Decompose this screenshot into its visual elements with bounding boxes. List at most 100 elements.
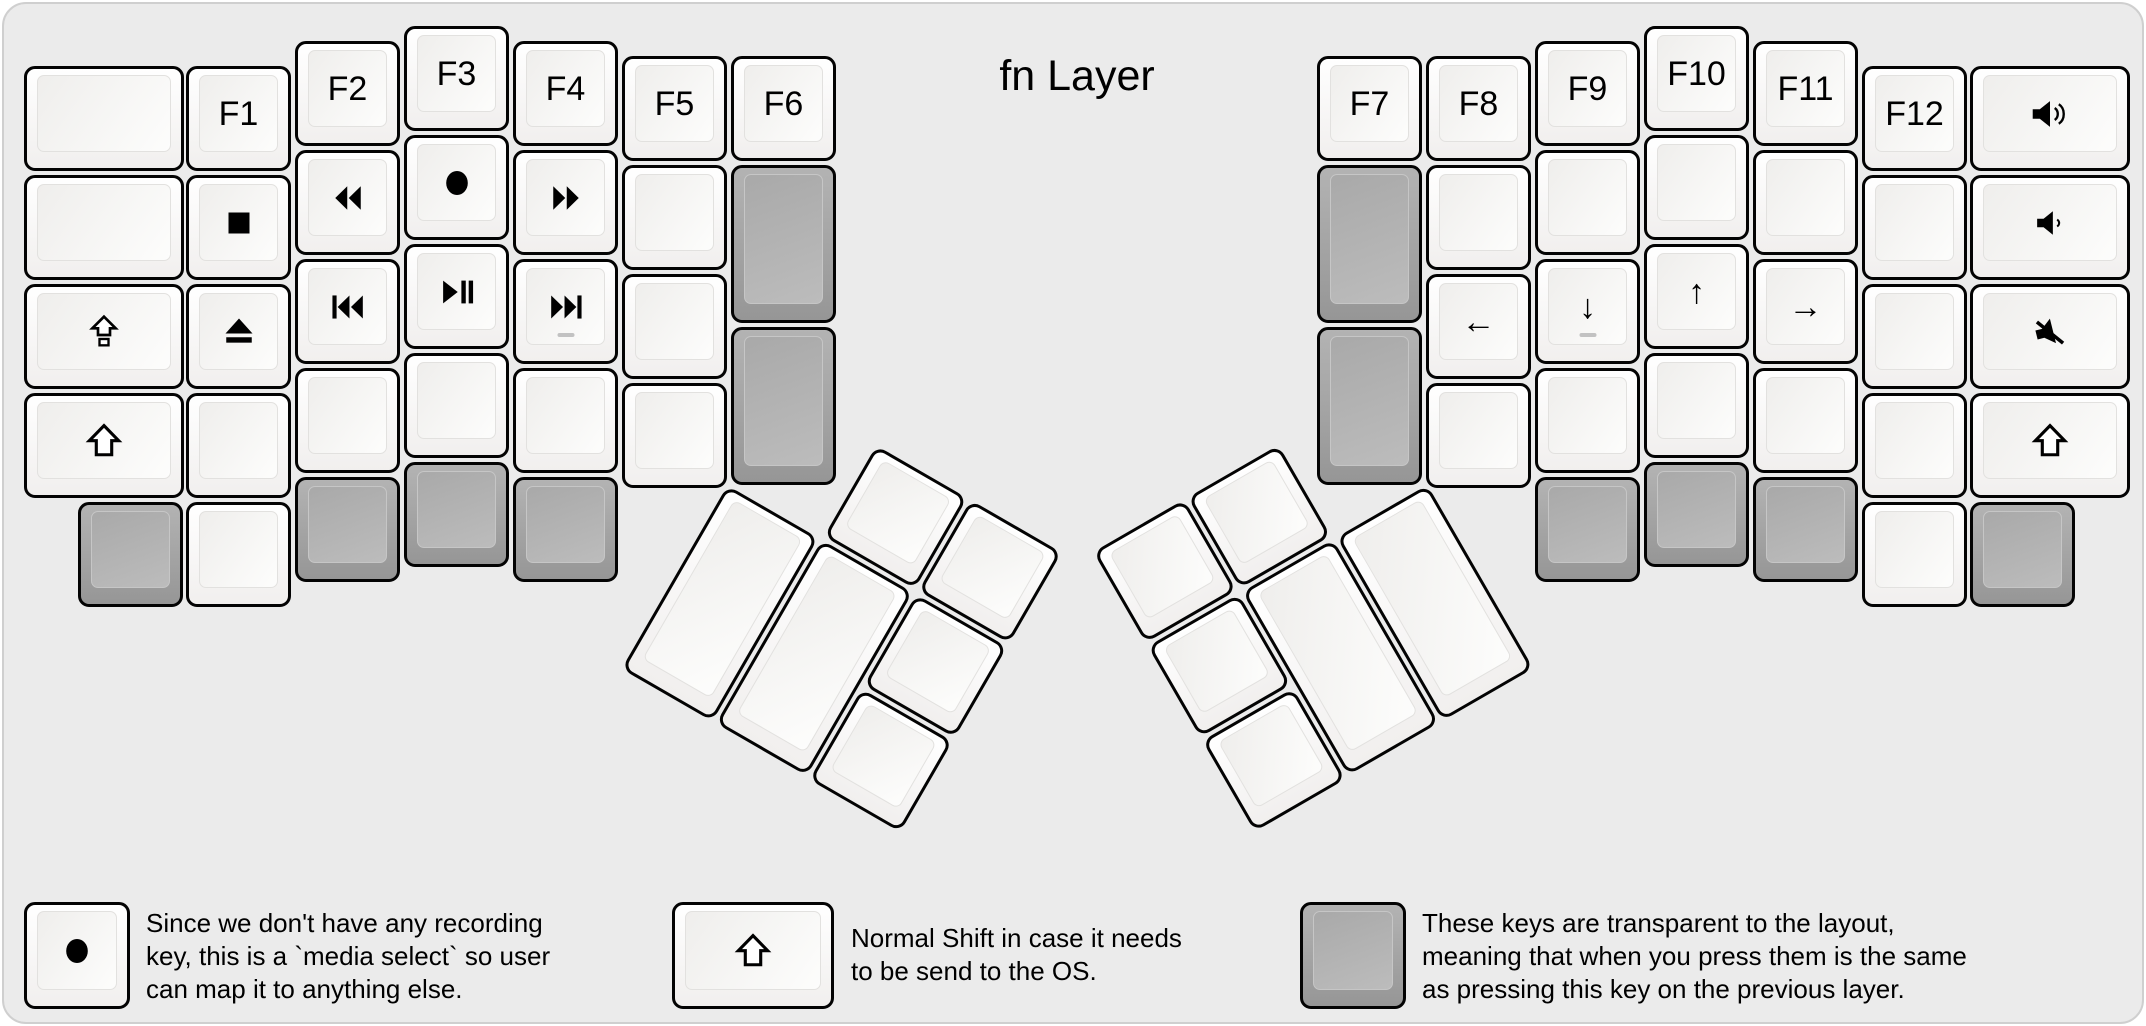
key-blank[interactable]: [513, 368, 618, 473]
key-arrow-up[interactable]: ↑: [1644, 244, 1749, 349]
key-blank[interactable]: [622, 165, 727, 270]
key-transparent[interactable]: [731, 327, 836, 485]
key-blank[interactable]: [1426, 383, 1531, 488]
key-f1[interactable]: F1: [186, 66, 291, 171]
keycap-top: ←: [1439, 283, 1518, 360]
legend-shift-key: [672, 902, 834, 1009]
key-transparent[interactable]: [731, 165, 836, 323]
keycap-top: F7: [1330, 65, 1409, 142]
keycap-top: [1766, 377, 1845, 454]
key-arrow-right[interactable]: →: [1753, 259, 1858, 364]
keycap-top: F2: [308, 50, 387, 127]
key-f3[interactable]: F3: [404, 26, 509, 131]
key-play-pause[interactable]: [404, 244, 509, 349]
caps-lock-icon: [89, 314, 119, 347]
key-blank[interactable]: [622, 383, 727, 488]
key-next-track[interactable]: [513, 259, 618, 364]
key-f6[interactable]: F6: [731, 56, 836, 161]
keycap-top: [884, 608, 992, 715]
key-blank[interactable]: [1862, 393, 1967, 498]
key-f10[interactable]: F10: [1644, 26, 1749, 131]
keycap-top: [1657, 362, 1736, 439]
legend-text-line: as pressing this key on the previous lay…: [1422, 974, 1905, 1004]
key-volume-down[interactable]: [1970, 175, 2130, 280]
keycap-top: [1875, 293, 1954, 370]
key-transparent[interactable]: [1317, 165, 1422, 323]
key-f4[interactable]: F4: [513, 41, 618, 146]
key-transparent[interactable]: [1753, 477, 1858, 582]
key-stop[interactable]: [186, 175, 291, 280]
stop-icon: [228, 212, 249, 233]
key-shift-right[interactable]: [1970, 393, 2130, 498]
key-rewind[interactable]: [295, 150, 400, 255]
key-prev-track[interactable]: [295, 259, 400, 364]
key-label: F1: [218, 94, 259, 133]
key-label: F6: [763, 84, 804, 123]
key-mute[interactable]: [1970, 284, 2130, 389]
keycap-top: [1162, 608, 1270, 715]
key-transparent[interactable]: [1644, 462, 1749, 567]
key-f2[interactable]: F2: [295, 41, 400, 146]
key-blank[interactable]: [1426, 165, 1531, 270]
key-blank[interactable]: [295, 368, 400, 473]
key-f9[interactable]: F9: [1535, 41, 1640, 146]
keycap-top: [1202, 459, 1310, 566]
keycap-top: [199, 511, 278, 588]
legend-text-line: meaning that when you press them is the …: [1422, 941, 1967, 971]
key-blank[interactable]: [622, 274, 727, 379]
key-transparent[interactable]: [78, 502, 183, 607]
key-label: F8: [1458, 84, 1499, 123]
key-record[interactable]: [404, 135, 509, 240]
key-transparent[interactable]: [513, 477, 618, 582]
keycap-top: [199, 402, 278, 479]
key-blank[interactable]: [1535, 150, 1640, 255]
keycap-top: F10: [1657, 35, 1736, 112]
keycap-top: [635, 174, 714, 251]
legend-text-line: to be send to the OS.: [851, 956, 1097, 986]
key-caps-lock[interactable]: [24, 284, 184, 389]
key-f7[interactable]: F7: [1317, 56, 1422, 161]
key-eject[interactable]: [186, 284, 291, 389]
play-pause-icon: [442, 280, 473, 303]
key-blank[interactable]: [1644, 135, 1749, 240]
keycap-top: [1548, 486, 1627, 563]
key-blank[interactable]: [1535, 368, 1640, 473]
key-blank[interactable]: [186, 393, 291, 498]
key-f8[interactable]: F8: [1426, 56, 1531, 161]
legend-text-line: Since we don't have any recording: [146, 908, 543, 938]
legend-transparent-text: These keys are transparent to the layout…: [1422, 907, 1967, 1006]
key-blank[interactable]: [1644, 353, 1749, 458]
key-blank[interactable]: [1753, 150, 1858, 255]
key-blank[interactable]: [1862, 175, 1967, 280]
key-blank[interactable]: [186, 502, 291, 607]
key-arrow-down[interactable]: ↓: [1535, 259, 1640, 364]
key-blank[interactable]: [1862, 502, 1967, 607]
key-blank[interactable]: [1862, 284, 1967, 389]
key-transparent[interactable]: [1970, 502, 2075, 607]
key-blank[interactable]: [1753, 368, 1858, 473]
key-blank[interactable]: [24, 66, 184, 171]
keycap-top: [1330, 174, 1409, 304]
key-transparent[interactable]: [404, 462, 509, 567]
page-title: fn Layer: [999, 52, 1155, 100]
key-label: F4: [545, 69, 586, 108]
key-fast-forward[interactable]: [513, 150, 618, 255]
key-f5[interactable]: F5: [622, 56, 727, 161]
keycap-top: [37, 911, 117, 990]
key-f12[interactable]: F12: [1862, 66, 1967, 171]
key-transparent[interactable]: [1317, 327, 1422, 485]
keycap-top: [1983, 511, 2062, 588]
key-arrow-left[interactable]: ←: [1426, 274, 1531, 379]
key-blank[interactable]: [24, 175, 184, 280]
keycap-top: [526, 268, 605, 345]
key-volume-up[interactable]: [1970, 66, 2130, 171]
key-transparent[interactable]: [1535, 477, 1640, 582]
key-transparent[interactable]: [295, 477, 400, 582]
key-shift-left[interactable]: [24, 393, 184, 498]
key-label: F11: [1777, 69, 1834, 108]
key-blank[interactable]: [404, 353, 509, 458]
key-f11[interactable]: F11: [1753, 41, 1858, 146]
keycap-top: →: [1766, 268, 1845, 345]
